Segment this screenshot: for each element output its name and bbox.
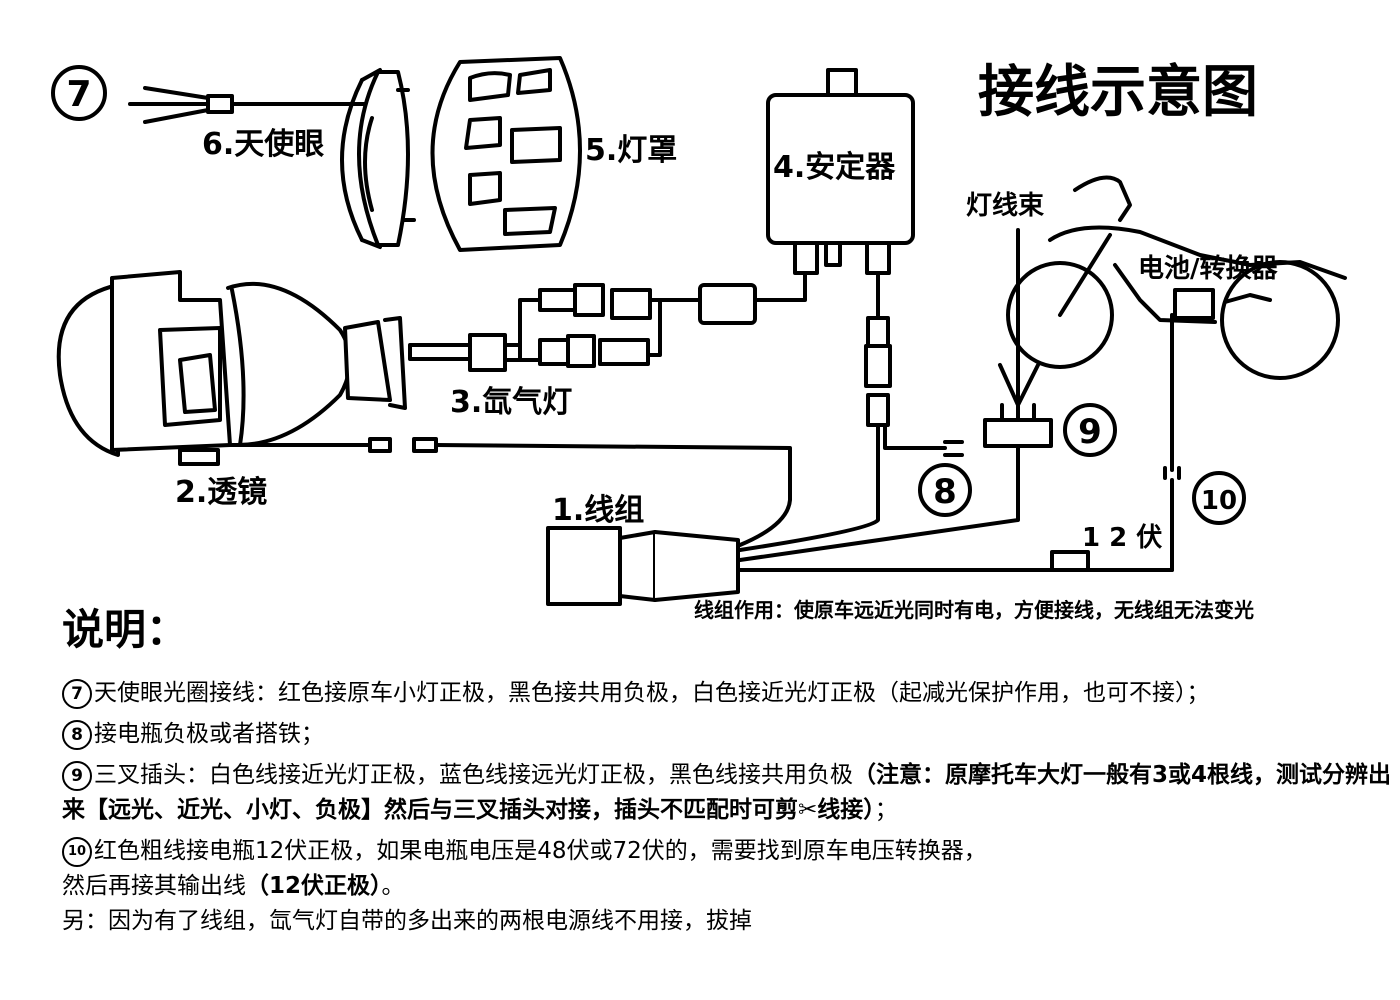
power-wire: [1050, 313, 1181, 572]
note-9-text: 三叉插头：白色线接近光灯正极，蓝色线接远光灯正极，黑色线接共用负极: [94, 762, 853, 788]
note-10-marker: 10: [62, 836, 92, 867]
motorcycle: [1006, 175, 1347, 380]
marker-10: 10: [1201, 486, 1237, 516]
marker-9: 9: [1078, 412, 1102, 452]
label-angel-eye: 6.天使眼: [202, 127, 324, 162]
note-7-marker: 7: [62, 678, 92, 709]
marker-8: 8: [933, 472, 957, 512]
label-lamp-cover: 5.灯罩: [585, 133, 677, 168]
notes-heading: 说明：: [62, 605, 189, 654]
note-10-end: 。: [381, 873, 405, 899]
note-9-marker: 9: [62, 760, 92, 791]
label-battery-converter: 电池/转换器: [1138, 254, 1278, 284]
note-9-bold: （注意：原摩托车大灯一般有3或4根线，测试分辨出来【远光、近光、小灯、负极】然后…: [62, 762, 1392, 823]
xenon-bulb: [408, 283, 662, 372]
note-10-line2: 然后再接其输出线: [62, 873, 246, 899]
label-harness: 1.线组: [552, 493, 644, 528]
harness-function-note: 线组作用：使原车远近光同时有电，方便接线，无线组无法变光: [694, 598, 1254, 622]
marker-circles: [51, 65, 1246, 525]
ballast-box: [766, 68, 915, 275]
label-light-harness: 灯线束: [966, 190, 1045, 221]
note-extra: 另：因为有了线组，氙气灯自带的多出来的两根电源线不用接，拔掉: [62, 904, 1392, 939]
lens-wire: [228, 437, 792, 547]
label-lens: 2.透镜: [175, 475, 267, 510]
angel-eye-ring: [340, 68, 416, 249]
three-prong-plug: [738, 363, 1053, 562]
note-7-text: 天使眼光圈接线：红色接原车小灯正极，黑色接共用负极，白色接近光灯正极（起减光保护…: [94, 680, 1210, 706]
inline-module: [658, 271, 807, 325]
note-10-text: 红色粗线接电瓶12伏正极，如果电瓶电压是48伏或72伏的，需要找到原车电压转换器…: [94, 838, 987, 864]
note-extra-text: 另：因为有了线组，氙气灯自带的多出来的两根电源线不用接，拔掉: [62, 908, 752, 934]
harness-block: [546, 526, 1174, 606]
ballast-output-cable: [738, 271, 964, 552]
lens-projector: [56, 270, 407, 466]
angel-eye-wires: [128, 86, 387, 124]
label-12v: 1 2 伏: [1082, 523, 1162, 553]
label-ballast: 4.安定器: [773, 150, 896, 185]
note-8-text: 接电瓶负极或者搭铁；: [94, 721, 324, 747]
label-xenon-lamp: 3.氙气灯: [450, 385, 572, 420]
note-8-marker: 8: [62, 719, 92, 750]
marker-7: 7: [66, 74, 91, 115]
note-10-bold: （12伏正极）: [246, 873, 382, 899]
diagram-title: 接线示意图: [978, 60, 1258, 125]
note-9-end: ；: [874, 797, 898, 823]
lamp-cover: [430, 56, 582, 252]
